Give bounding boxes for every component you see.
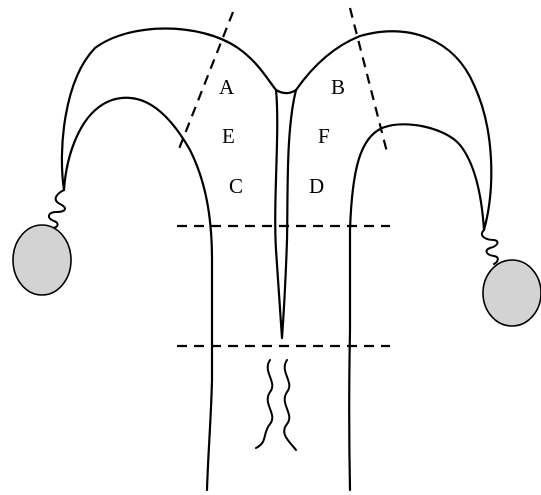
right-oviduct-squiggle [480, 229, 499, 265]
right-horn-section-line [348, 7, 390, 157]
region-label-a: A [219, 75, 235, 99]
left-horn-section-line [175, 11, 235, 155]
horn-junction-fold [274, 88, 298, 95]
right-horn-outer-contour [294, 30, 493, 232]
region-label-f: F [318, 124, 330, 148]
left-ovary [12, 224, 72, 296]
right-horn-inner-contour [348, 123, 486, 492]
region-label-c: C [229, 174, 243, 198]
cervical-fold-right [283, 359, 297, 451]
region-label-d: D [309, 174, 324, 198]
right-ovary [482, 259, 541, 327]
region-label-e: E [222, 124, 235, 148]
left-horn-outer-contour [60, 27, 278, 192]
left-oviduct-squiggle [48, 189, 66, 229]
median-septum [274, 88, 298, 340]
region-label-b: B [331, 75, 345, 99]
left-horn-inner-contour [62, 96, 214, 492]
cervical-fold-left [255, 359, 274, 449]
